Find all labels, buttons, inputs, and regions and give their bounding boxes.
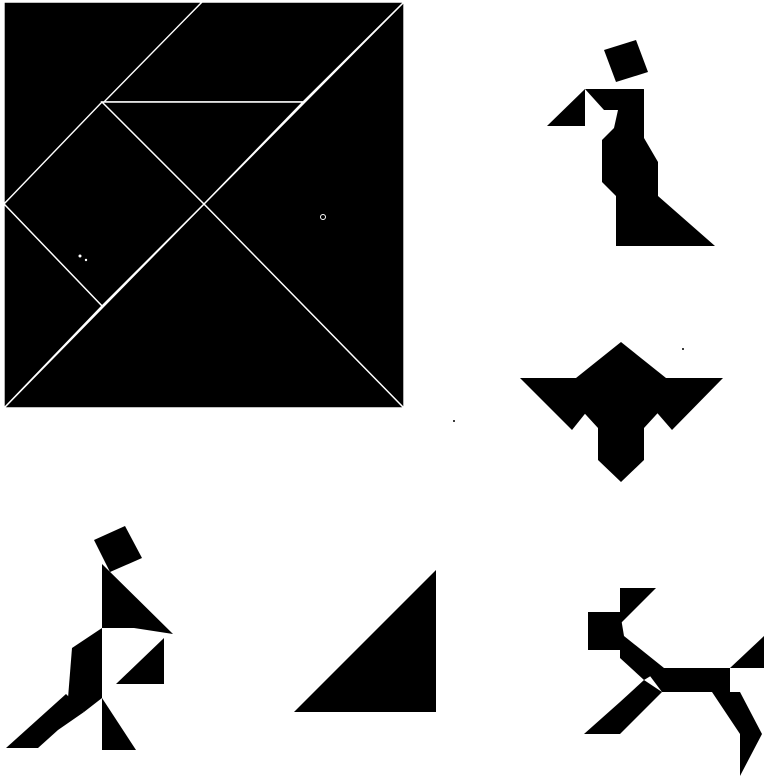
cut-mark — [79, 255, 82, 258]
print-speck — [453, 420, 455, 422]
woman-body — [602, 89, 715, 246]
runner-leg-lower — [6, 694, 84, 748]
dog-ear — [620, 588, 656, 624]
woman-head — [604, 40, 648, 82]
tangram-pieces — [4, 2, 404, 408]
large-triangle-figure — [290, 564, 442, 716]
dog-front-leg — [584, 680, 662, 734]
print-speck — [682, 348, 684, 350]
running-man-figure — [0, 520, 180, 760]
large-triangle-silhouette — [294, 570, 436, 712]
dog-head — [588, 612, 620, 650]
runner-hand — [116, 638, 164, 684]
runner-head — [94, 526, 142, 572]
bird-head — [576, 342, 666, 378]
tangram-square — [0, 0, 410, 412]
bird-figure — [516, 336, 728, 486]
runner-torso — [102, 564, 173, 634]
runner-leg-upper — [68, 628, 102, 712]
bird-body — [576, 378, 666, 482]
dog-figure — [580, 584, 768, 776]
dog-tail — [730, 636, 764, 668]
woman-figure — [540, 36, 720, 248]
woman-arm — [547, 89, 585, 126]
cut-mark — [85, 259, 87, 261]
dog-back-leg — [712, 692, 762, 776]
runner-foot — [102, 698, 136, 750]
dog-body — [644, 668, 730, 692]
